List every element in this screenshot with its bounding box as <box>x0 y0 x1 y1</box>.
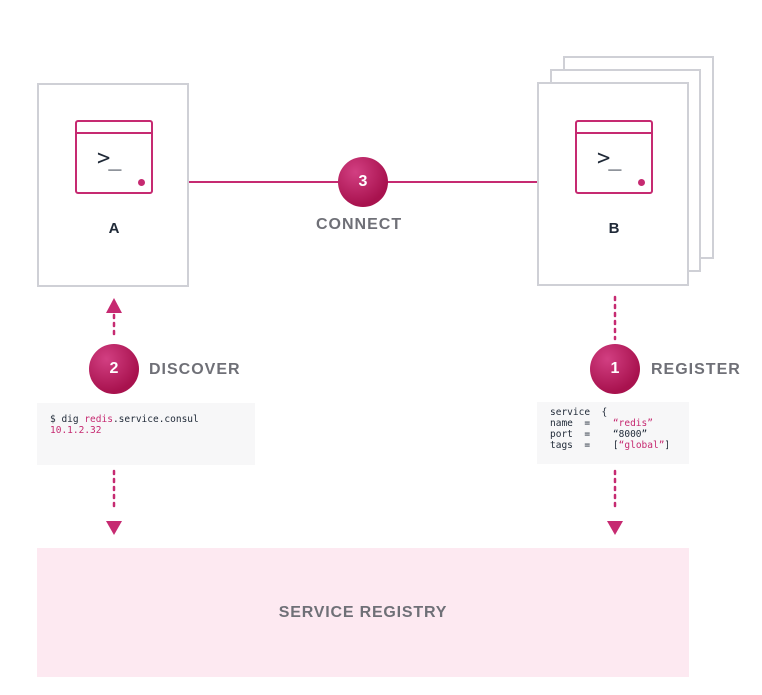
terminal-prompt: >_ <box>597 146 621 171</box>
tags-value: “global” <box>618 440 665 451</box>
service-port-line: port = “8000” <box>550 429 676 440</box>
terminal-status-dot <box>138 179 145 186</box>
dig-suffix: .service.consul <box>112 414 199 425</box>
step-connect-badge: 3 <box>338 157 388 207</box>
service-name-line: name = “redis” <box>550 418 676 429</box>
discover-code-block: $ dig redis.service.consul 10.1.2.32 <box>37 403 255 465</box>
step-discover-badge: 2 <box>89 344 139 394</box>
service-block-open: service { <box>550 407 608 418</box>
node-a-label: A <box>108 220 120 237</box>
discover-arrowhead-up <box>106 298 122 313</box>
node-b-label: B <box>608 220 620 237</box>
service-registry-label: SERVICE REGISTRY <box>278 603 448 621</box>
step-discover-label: DISCOVER <box>149 361 241 378</box>
dig-host: redis <box>84 414 113 425</box>
tags-key: tags = <box>550 440 613 451</box>
register-code-block: service { name = “redis” port = “8000” t… <box>537 402 689 464</box>
name-value: “redis” <box>612 418 653 429</box>
service-tags-line: tags = [“global”] <box>550 440 676 451</box>
dig-result: 10.1.2.32 <box>50 425 102 436</box>
node-b-card: >_ B <box>537 82 689 286</box>
dig-prefix: $ dig <box>50 414 85 425</box>
service-registry-panel: SERVICE REGISTRY <box>37 548 689 677</box>
terminal-title-bar <box>577 132 651 134</box>
step-register-label: REGISTER <box>651 361 741 378</box>
terminal-status-dot <box>638 179 645 186</box>
terminal-prompt: >_ <box>97 146 121 171</box>
dig-command-line: $ dig redis.service.consul <box>50 414 242 425</box>
tags-open: [ <box>612 440 619 451</box>
port-value: “8000” <box>612 429 648 440</box>
node-b-terminal-icon: >_ <box>575 120 653 194</box>
terminal-title-bar <box>77 132 151 134</box>
node-a-card: >_ A <box>37 83 189 287</box>
step-register-badge: 1 <box>590 344 640 394</box>
port-key: port = <box>550 429 613 440</box>
name-key: name = <box>550 418 613 429</box>
register-arrowhead-down <box>607 521 623 535</box>
tags-close: ] <box>664 440 671 451</box>
step-connect-label: CONNECT <box>316 216 403 233</box>
discover-arrowhead-down <box>106 521 122 535</box>
node-a-terminal-icon: >_ <box>75 120 153 194</box>
